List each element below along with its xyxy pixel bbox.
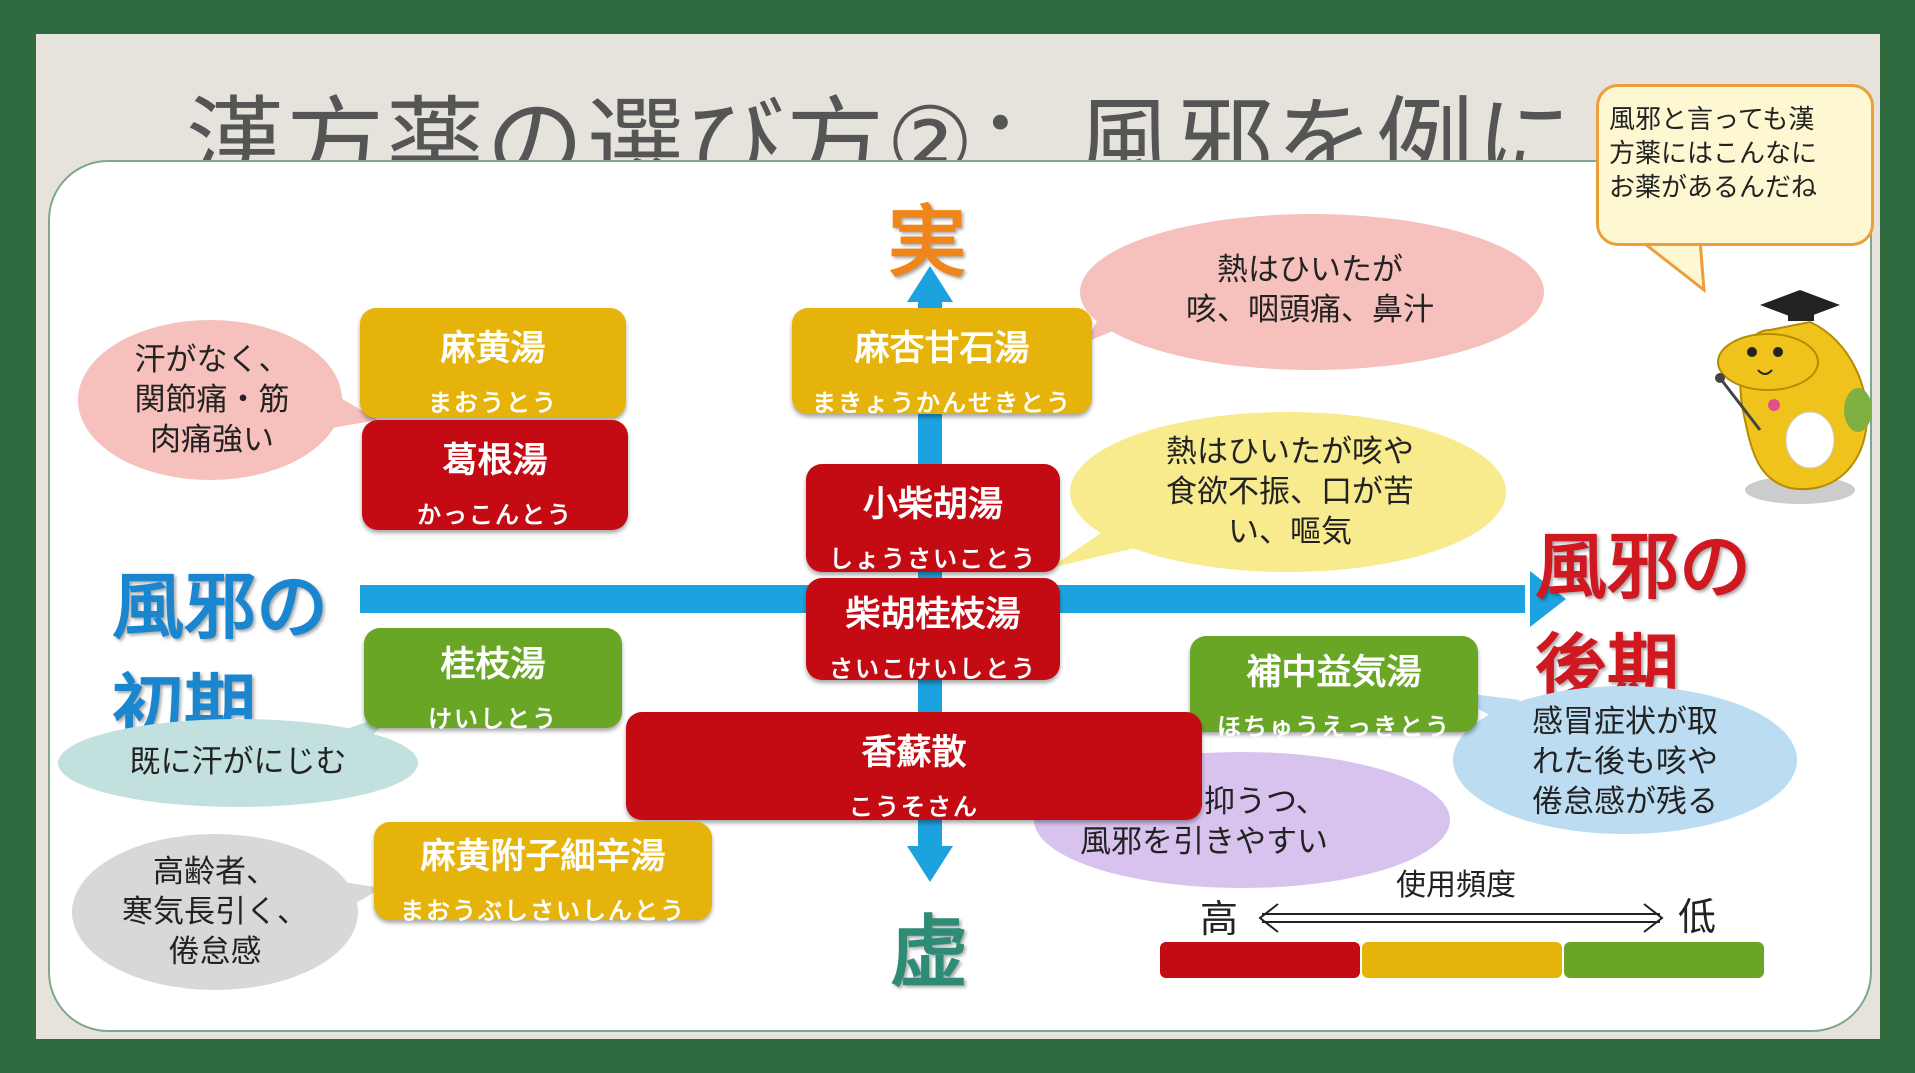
box-reading: まきょうかんせきとう <box>812 389 1072 417</box>
bubble-line: 咳、咽頭痛、鼻汁 <box>1186 292 1434 328</box>
box-kosoosan: 香蘇散 こうそさん <box>626 712 1202 821</box>
bubble-line: い、嘔気 <box>1228 514 1352 550</box>
legend-title: 使用頻度 <box>1396 868 1516 903</box>
callout-line: お薬があるんだね <box>1609 173 1818 203</box>
box-maobushisaishinto: 麻黄附子細辛湯 まおうぶしさいしんとう <box>374 822 712 925</box>
bubble-yellow-shape <box>1050 412 1506 572</box>
bubble-line: 寒気長引く、 <box>122 894 308 930</box>
left-label-line1: 風邪の <box>112 565 329 649</box>
right-label-line1: 風邪の <box>1535 525 1752 609</box>
box-name: 柴胡桂枝湯 <box>845 595 1021 635</box>
box-name: 桂枝湯 <box>440 645 546 685</box>
legend-bar-mid <box>1362 942 1562 978</box>
box-name: 小柴胡湯 <box>862 485 1003 525</box>
legend-bar-high <box>1160 942 1360 978</box>
bubble-yellow: 熱はひいたが咳や 食欲不振、口が苦 い、嘔気 <box>1110 432 1470 552</box>
up-arrowhead <box>907 266 953 302</box>
box-name: 麻黄湯 <box>440 329 546 369</box>
box-reading: こうそさん <box>849 793 979 821</box>
bubble-line: 熱はひいたが咳や <box>1166 434 1414 470</box>
callout-line: 風邪と言っても漢 <box>1609 105 1815 135</box>
box-saikokeishito: 柴胡桂枝湯 さいこけいしとう <box>806 578 1060 683</box>
legend-high: 高 <box>1200 897 1239 941</box>
box-name: 麻黄附子細辛湯 <box>420 837 666 877</box>
bubble-line: 感冒症状が取 <box>1532 704 1718 740</box>
down-arrowhead <box>907 846 953 882</box>
bubble-pink-left: 汗がなく、 関節痛・筋 肉痛強い <box>118 340 306 460</box>
box-reading: しょうさいことう <box>829 545 1037 573</box>
bubble-line: れた後も咳や <box>1532 744 1718 780</box>
bubble-line: 食欲不振、口が苦 <box>1166 474 1414 510</box>
bubble-line: 肉痛強い <box>150 422 274 458</box>
character-callout: 風邪と言っても漢 方薬にはこんなに お薬があるんだね <box>1596 84 1874 246</box>
box-maoto: 麻黄湯 まおうとう <box>360 308 626 418</box>
legend-bar-low <box>1564 942 1764 978</box>
box-name: 麻杏甘石湯 <box>854 329 1030 369</box>
box-keishito: 桂枝湯 けいしとう <box>364 628 622 733</box>
box-name: 補中益気湯 <box>1246 653 1422 693</box>
box-hochuekkito: 補中益気湯 ほちゅうえっきとう <box>1190 636 1478 741</box>
bubble-blue: 感冒症状が取 れた後も咳や 倦怠感が残る <box>1500 702 1750 822</box>
bubble-line: 汗がなく、 <box>134 342 290 378</box>
bubble-line: 倦怠感 <box>168 934 262 970</box>
bubble-line: 風邪を引きやすい <box>1080 824 1328 860</box>
box-reading: かっこんとう <box>417 501 573 529</box>
box-reading: まおうとう <box>428 389 558 417</box>
box-shosaikoto: 小柴胡湯 しょうさいことう <box>806 464 1060 573</box>
bubble-pink-top-shape <box>1080 214 1544 370</box>
box-name: 香蘇散 <box>861 733 967 773</box>
bubble-line: 熱はひいたが <box>1217 252 1403 288</box>
bottom-label: 虚 <box>890 908 969 998</box>
top-label: 実 <box>888 198 967 288</box>
right-arrowhead <box>1530 571 1566 627</box>
bubble-line: 関節痛・筋 <box>134 382 290 418</box>
legend-low: 低 <box>1678 895 1717 939</box>
bubble-gray-shape <box>72 834 382 990</box>
box-reading: まおうぶしさいしんとう <box>400 897 686 925</box>
box-kakkonto: 葛根湯 かっこんとう <box>362 420 628 530</box>
bubble-line: 既に汗がにじむ <box>129 744 347 780</box>
bubble-teal: 既に汗がにじむ <box>108 742 368 782</box>
bubble-pink-left-shape <box>78 320 378 480</box>
bubble-gray: 高齢者、 寒気長引く、 倦怠感 <box>110 852 320 972</box>
callout-line: 方薬にはこんなに <box>1609 139 1818 169</box>
box-reading: ほちゅうえっきとう <box>1217 713 1451 741</box>
box-reading: さいこけいしとう <box>829 655 1037 683</box>
box-makyokansekito: 麻杏甘石湯 まきょうかんせきとう <box>792 308 1092 417</box>
box-reading: けいしとう <box>428 705 558 733</box>
bubble-line: 高齢者、 <box>153 854 277 890</box>
bubble-line: 倦怠感が残る <box>1532 784 1718 820</box>
bubble-pink-top: 熱はひいたが 咳、咽頭痛、鼻汁 <box>1150 250 1470 330</box>
box-name: 葛根湯 <box>442 441 548 481</box>
